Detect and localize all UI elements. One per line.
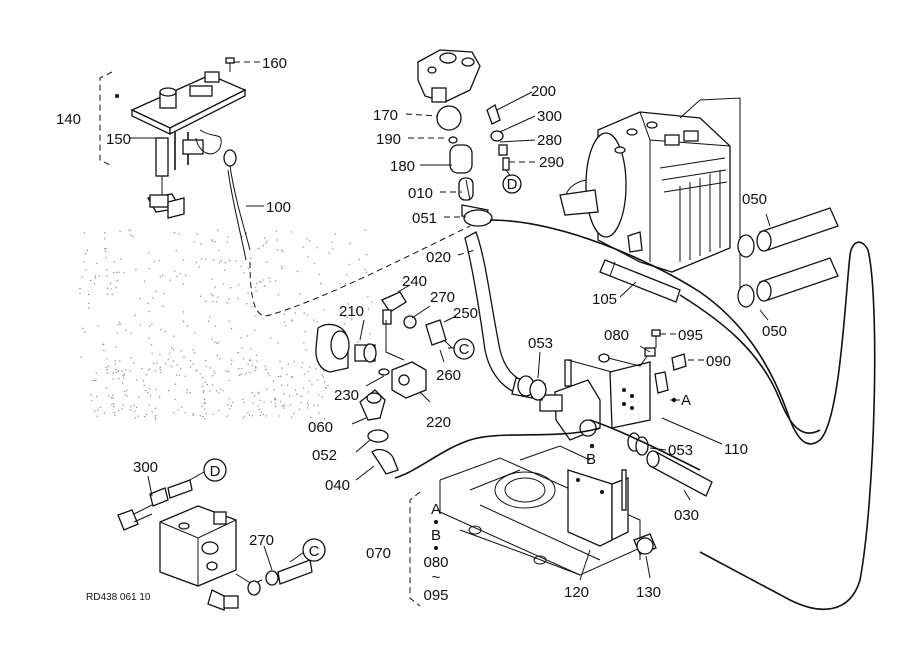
callout-120: 120 bbox=[564, 584, 589, 601]
detail-block bbox=[159, 505, 237, 587]
callout-200: 200 bbox=[531, 83, 556, 100]
fuel-pump-assembly bbox=[417, 49, 493, 227]
callout-095: 095 bbox=[678, 327, 703, 344]
callout-010: 010 bbox=[408, 185, 433, 202]
callout-100: 100 bbox=[266, 199, 291, 216]
callout-053-lower: 053 bbox=[668, 442, 693, 459]
elbow-060 bbox=[359, 389, 386, 421]
hose-050-upper bbox=[737, 207, 839, 258]
callout-050-lower: 050 bbox=[762, 323, 787, 340]
note-from: 080 bbox=[423, 554, 448, 571]
return-line bbox=[489, 219, 876, 611]
callout-030: 030 bbox=[674, 507, 699, 524]
callout-290: 290 bbox=[539, 154, 564, 171]
ref-C-center: C bbox=[459, 341, 470, 358]
callout-060: 060 bbox=[308, 419, 333, 436]
fuel-tank-body bbox=[559, 111, 731, 273]
callout-270: 270 bbox=[430, 289, 455, 306]
note-to: 095 bbox=[423, 587, 448, 604]
hose-030 bbox=[646, 450, 713, 497]
callout-190: 190 bbox=[376, 131, 401, 148]
callout-050-upper: 050 bbox=[742, 191, 767, 208]
valve-assembly bbox=[511, 359, 601, 441]
callout-230: 230 bbox=[334, 387, 359, 404]
bolt-130 bbox=[633, 533, 657, 555]
bolt-250 bbox=[425, 319, 453, 349]
fitting-200-300 bbox=[486, 104, 510, 171]
fitting-300-detail bbox=[117, 479, 193, 531]
ref-circle-C-detail: C bbox=[302, 538, 326, 562]
callout-053-upper: 053 bbox=[528, 335, 553, 352]
clamp-052 bbox=[367, 429, 389, 443]
leader-tank bbox=[679, 97, 741, 296]
elbow-210 bbox=[315, 323, 377, 373]
fitting-lower-detail bbox=[207, 589, 239, 611]
callout-300-detail: 300 bbox=[133, 459, 158, 476]
ref-circle-D-detail: D bbox=[203, 458, 227, 482]
callout-105: 105 bbox=[592, 291, 617, 308]
clamp-053-lower bbox=[627, 432, 649, 456]
callout-080: 080 bbox=[604, 327, 629, 344]
drawing-code: RD438 061 10 bbox=[86, 592, 151, 603]
callout-130: 130 bbox=[636, 584, 661, 601]
callout-270-detail: 270 bbox=[249, 532, 274, 549]
callout-160: 160 bbox=[262, 55, 287, 72]
callout-020: 020 bbox=[426, 249, 451, 266]
bracket-120 bbox=[567, 469, 629, 547]
callout-250: 250 bbox=[453, 305, 478, 322]
callout-140: 140 bbox=[56, 111, 81, 128]
callout-260: 260 bbox=[436, 367, 461, 384]
banjo-240 bbox=[381, 291, 407, 325]
callout-240: 240 bbox=[402, 273, 427, 290]
group-note: A B 080 ~ 095 bbox=[423, 501, 448, 604]
callout-110: 110 bbox=[724, 441, 748, 458]
callout-labels: 160 140 150 100 170 190 180 010 051 020 … bbox=[56, 55, 787, 601]
washer-270 bbox=[403, 315, 417, 329]
fuel-sender-assembly bbox=[130, 71, 471, 317]
note-a: A bbox=[431, 501, 441, 518]
ref-D-top: D bbox=[507, 176, 518, 193]
pipe-105 bbox=[599, 259, 681, 303]
ref-C-detail: C bbox=[309, 543, 320, 560]
ref-circle-C-center: C bbox=[453, 338, 475, 360]
ref-D-detail: D bbox=[210, 463, 221, 480]
ref-B: B bbox=[586, 451, 596, 468]
group-bracket-070 bbox=[409, 491, 421, 607]
bracket-plate-110 bbox=[567, 359, 669, 429]
callout-070: 070 bbox=[366, 545, 391, 562]
note-b: B bbox=[431, 527, 441, 544]
callout-300: 300 bbox=[537, 108, 562, 125]
wire-harness bbox=[598, 329, 687, 371]
callout-220: 220 bbox=[426, 414, 451, 431]
callout-150: 150 bbox=[106, 131, 131, 148]
callout-210: 210 bbox=[339, 303, 364, 320]
callout-180: 180 bbox=[390, 158, 415, 175]
callout-051: 051 bbox=[412, 210, 437, 227]
block-220 bbox=[378, 320, 427, 399]
frame-structure bbox=[439, 445, 641, 576]
group-bracket-140 bbox=[99, 71, 113, 167]
callout-040: 040 bbox=[325, 477, 350, 494]
screw-160 bbox=[225, 57, 235, 72]
callout-052: 052 bbox=[312, 447, 337, 464]
ref-A: A bbox=[681, 392, 691, 409]
ref-circle-D-top: D bbox=[502, 174, 522, 194]
leader-lines bbox=[130, 61, 771, 581]
note-tilde: ~ bbox=[432, 569, 441, 586]
callout-090: 090 bbox=[706, 353, 731, 370]
hose-050-lower bbox=[737, 257, 839, 308]
fitting-270-detail bbox=[235, 559, 313, 596]
callout-170: 170 bbox=[373, 107, 398, 124]
callout-280: 280 bbox=[537, 132, 562, 149]
hose-040 bbox=[371, 448, 399, 475]
